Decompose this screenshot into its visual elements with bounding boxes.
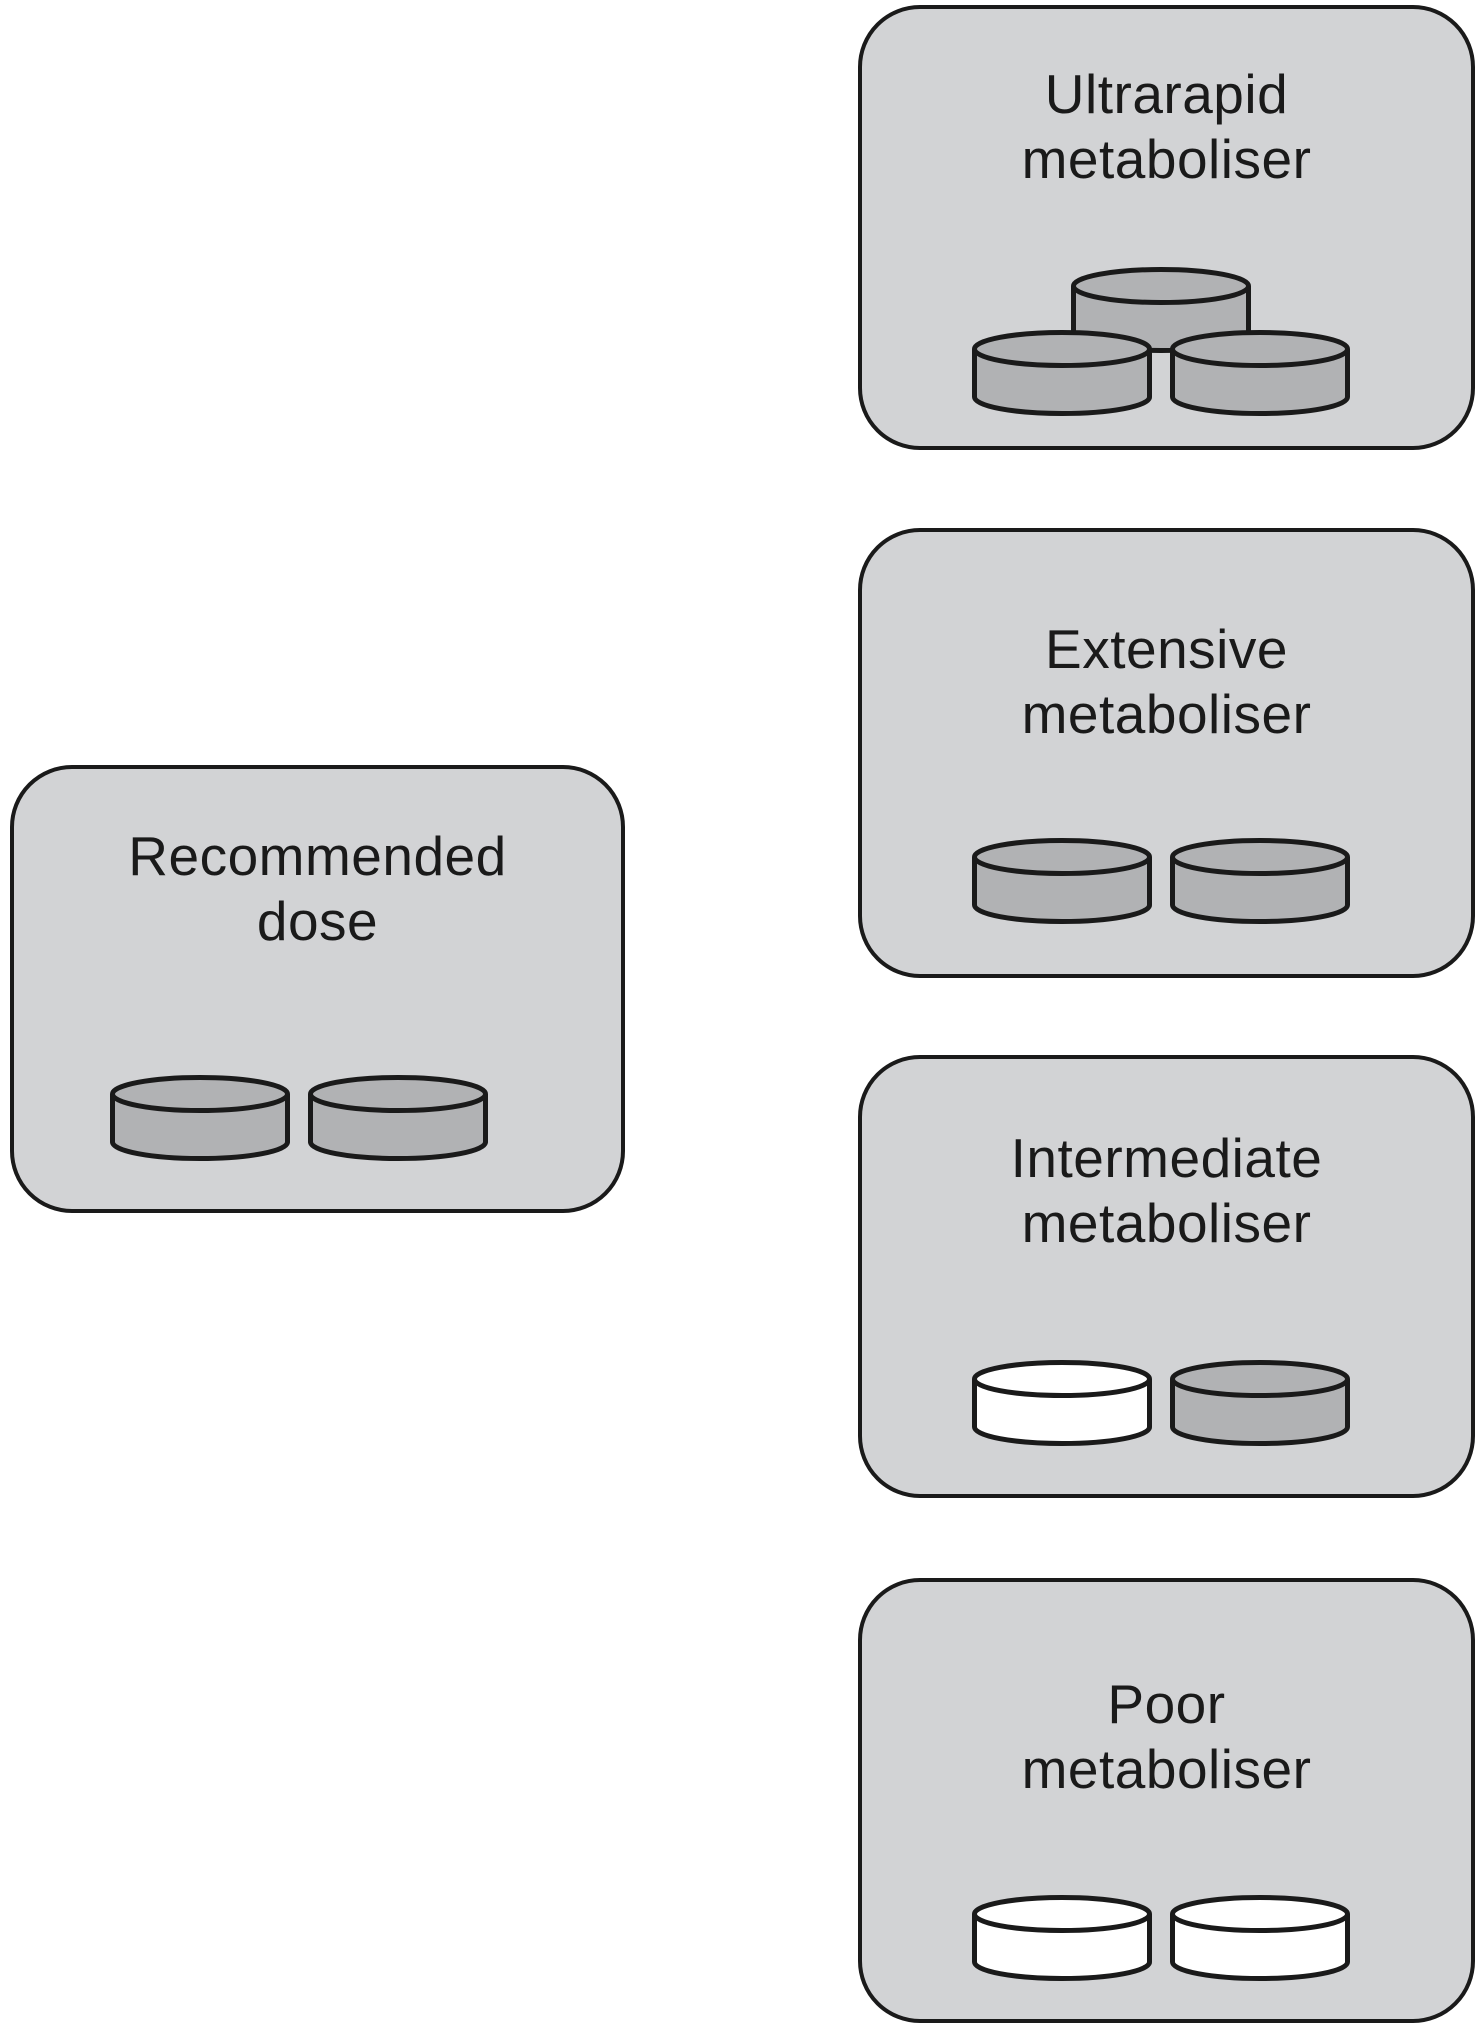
tablet-icon — [972, 838, 1152, 924]
label-line-1: Poor — [1107, 1673, 1226, 1735]
tablet-icon — [972, 1360, 1152, 1446]
label-line-1: Intermediate — [1010, 1127, 1323, 1189]
box-extensive-metaboliser: Extensive metaboliser — [858, 528, 1475, 978]
label-line-1: Extensive — [1045, 618, 1288, 680]
tablet-icon — [1170, 1360, 1350, 1446]
label-line-2: metaboliser — [1021, 128, 1312, 190]
box-poor-metaboliser: Poor metaboliser — [858, 1578, 1475, 2023]
box-label: Ultrarapid metaboliser — [862, 62, 1471, 192]
tablet-icon — [110, 1075, 290, 1161]
box-label: Poor metaboliser — [862, 1672, 1471, 1802]
label-line-2: metaboliser — [1021, 1192, 1312, 1254]
label-line-2: metaboliser — [1021, 1738, 1312, 1800]
label-line-2: metaboliser — [1021, 683, 1312, 745]
box-label: Extensive metaboliser — [862, 617, 1471, 747]
label-line-1: Ultrarapid — [1044, 63, 1289, 125]
label-line-2: dose — [256, 890, 379, 952]
tablet-icon — [1170, 330, 1350, 416]
box-intermediate-metaboliser: Intermediate metaboliser — [858, 1055, 1475, 1498]
tablet-icon — [1170, 1895, 1350, 1981]
box-ultrarapid-metaboliser: Ultrarapid metaboliser — [858, 5, 1475, 450]
tablet-icon — [972, 330, 1152, 416]
box-recommended-dose: Recommended dose — [10, 765, 625, 1213]
tablet-icon — [1170, 838, 1350, 924]
tablet-icon — [308, 1075, 488, 1161]
tablet-icon — [972, 1895, 1152, 1981]
box-label: Intermediate metaboliser — [862, 1126, 1471, 1256]
label-line-1: Recommended — [128, 825, 507, 887]
box-label: Recommended dose — [14, 824, 621, 954]
